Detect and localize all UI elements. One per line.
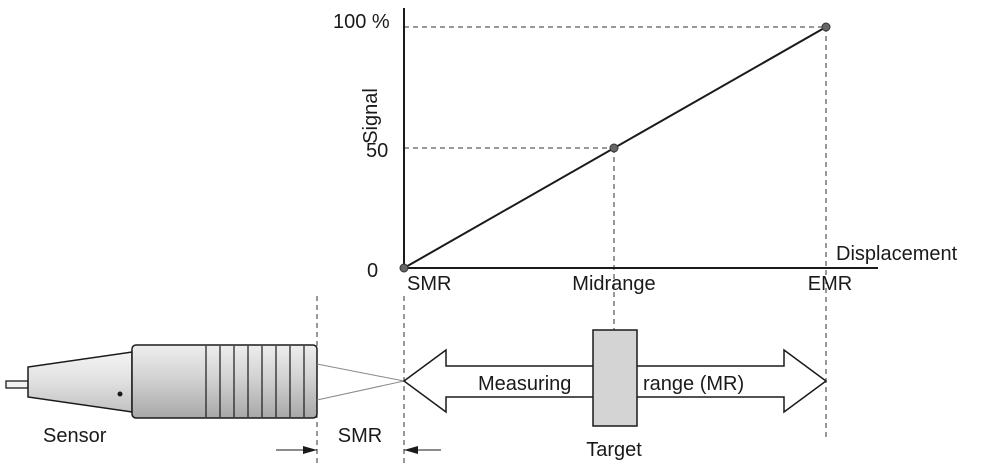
x-tick-emr: EMR: [808, 273, 852, 295]
y-tick-50: 50: [366, 140, 388, 162]
smr-arrow-right: [404, 446, 418, 454]
guide-lines: [316, 26, 827, 465]
x-tick-smr: SMR: [407, 273, 451, 295]
sensor-cable: [5, 380, 29, 389]
x-axis-label: Displacement: [836, 243, 958, 265]
sensor-grooves: [205, 346, 305, 417]
sensor-body: [131, 344, 318, 419]
x-tick-midrange: Midrange: [572, 273, 655, 295]
y-tick-100: 100 %: [333, 11, 390, 33]
smr-distance-label: SMR: [338, 425, 382, 447]
sensor-illustration: [5, 344, 318, 419]
y-axis-label: Signal: [360, 88, 382, 144]
sensor-indicator-dot: [117, 391, 123, 397]
target-block: [592, 329, 638, 427]
measuring-range-label-right: range (MR): [643, 373, 744, 395]
smr-arrow-left: [303, 446, 317, 454]
sensor-tip: [27, 351, 133, 413]
sensor-label: Sensor: [43, 425, 107, 447]
y-tick-0: 0: [367, 260, 378, 282]
measuring-range-label-left: Measuring: [478, 373, 571, 395]
light-beam: [316, 363, 405, 401]
point-midrange: [609, 143, 619, 153]
point-smr: [399, 263, 409, 273]
point-emr: [821, 22, 831, 32]
target-label: Target: [586, 439, 642, 461]
